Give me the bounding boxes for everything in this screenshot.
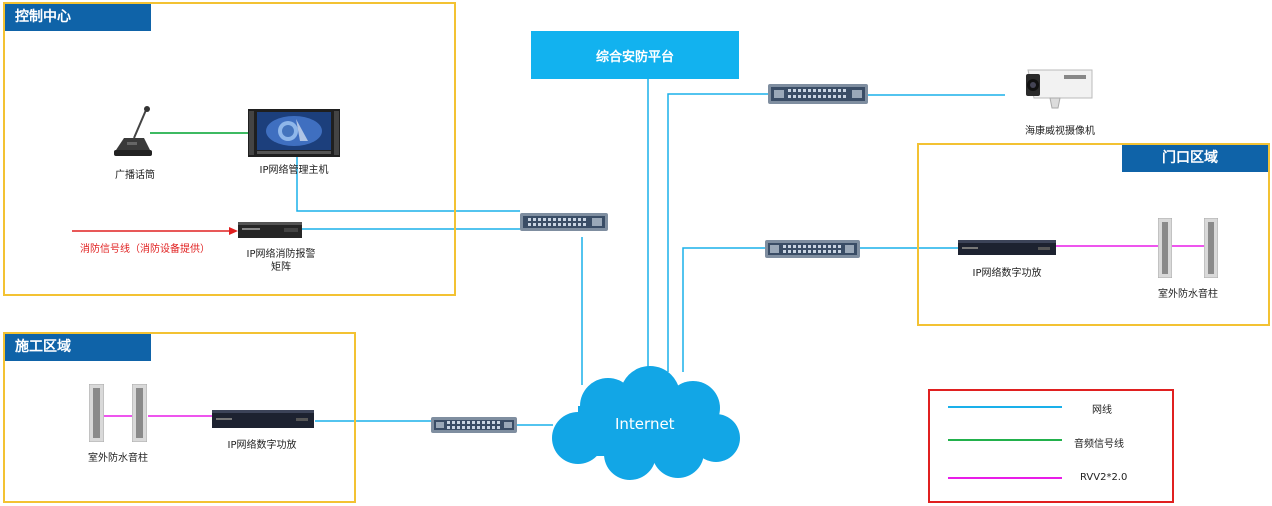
site-speaker-right-icon <box>132 384 147 442</box>
camera-icon <box>1026 69 1093 109</box>
zone-construction-area <box>3 332 356 503</box>
legend-box: 网线 音频信号线 RVV2*2.0 <box>928 389 1174 503</box>
mic-label: 广播话筒 <box>115 170 155 181</box>
host-to-switch-wire <box>296 157 520 212</box>
gate-speaker-label: 室外防水音柱 <box>1158 289 1218 300</box>
zone-control-center-title: 控制中心 <box>5 4 151 31</box>
legend-audio-line <box>948 439 1062 441</box>
ip-fire-alarm-matrix-icon <box>238 222 302 238</box>
security-platform: 综合安防平台 <box>531 31 739 79</box>
legend-network-line <box>948 406 1062 408</box>
microphone-icon <box>114 106 152 156</box>
ip-management-host-icon <box>248 109 340 157</box>
fire-signal-label: 消防信号线（消防设备提供） <box>80 244 210 255</box>
site-digital-amplifier-icon <box>212 410 314 428</box>
switch-top-icon <box>768 84 868 104</box>
internet-label: Internet <box>615 415 675 433</box>
gate-speaker-right-icon <box>1204 218 1218 278</box>
zone-gate-area-title: 门口区域 <box>1122 145 1268 172</box>
site-speaker-label: 室外防水音柱 <box>88 453 148 464</box>
gate-speaker-left-icon <box>1158 218 1172 278</box>
legend-audio-label: 音频信号线 <box>1074 439 1124 450</box>
legend-rvv-line <box>948 477 1062 479</box>
zone-control-center <box>3 2 456 296</box>
switch-right-to-cloud-wire <box>682 247 765 372</box>
switch-right-icon <box>765 240 860 258</box>
switch-top-to-cloud-wire <box>667 93 768 372</box>
camera-label: 海康威视摄像机 <box>1025 126 1095 137</box>
gate-amp-label: IP网络数字功放 <box>972 268 1042 279</box>
legend-rvv-label: RVV2*2.0 <box>1080 472 1128 483</box>
switch-bottom-icon <box>431 417 517 433</box>
site-amp-label: IP网络数字功放 <box>227 440 297 451</box>
fire-signal-arrow <box>72 227 238 235</box>
alarm-matrix-label-line2: 矩阵 <box>271 262 291 273</box>
internet-cloud-icon <box>552 366 740 480</box>
site-speaker-left-icon <box>89 384 104 442</box>
switch-center-icon <box>520 213 608 231</box>
alarm-matrix-label-line1: IP网络消防报警 <box>246 249 316 260</box>
host-label: IP网络管理主机 <box>259 165 329 176</box>
legend-network-label: 网线 <box>1092 405 1112 416</box>
zone-gate-area <box>917 143 1270 326</box>
gate-digital-amplifier-icon <box>958 240 1056 255</box>
zone-construction-area-title: 施工区域 <box>5 334 151 361</box>
